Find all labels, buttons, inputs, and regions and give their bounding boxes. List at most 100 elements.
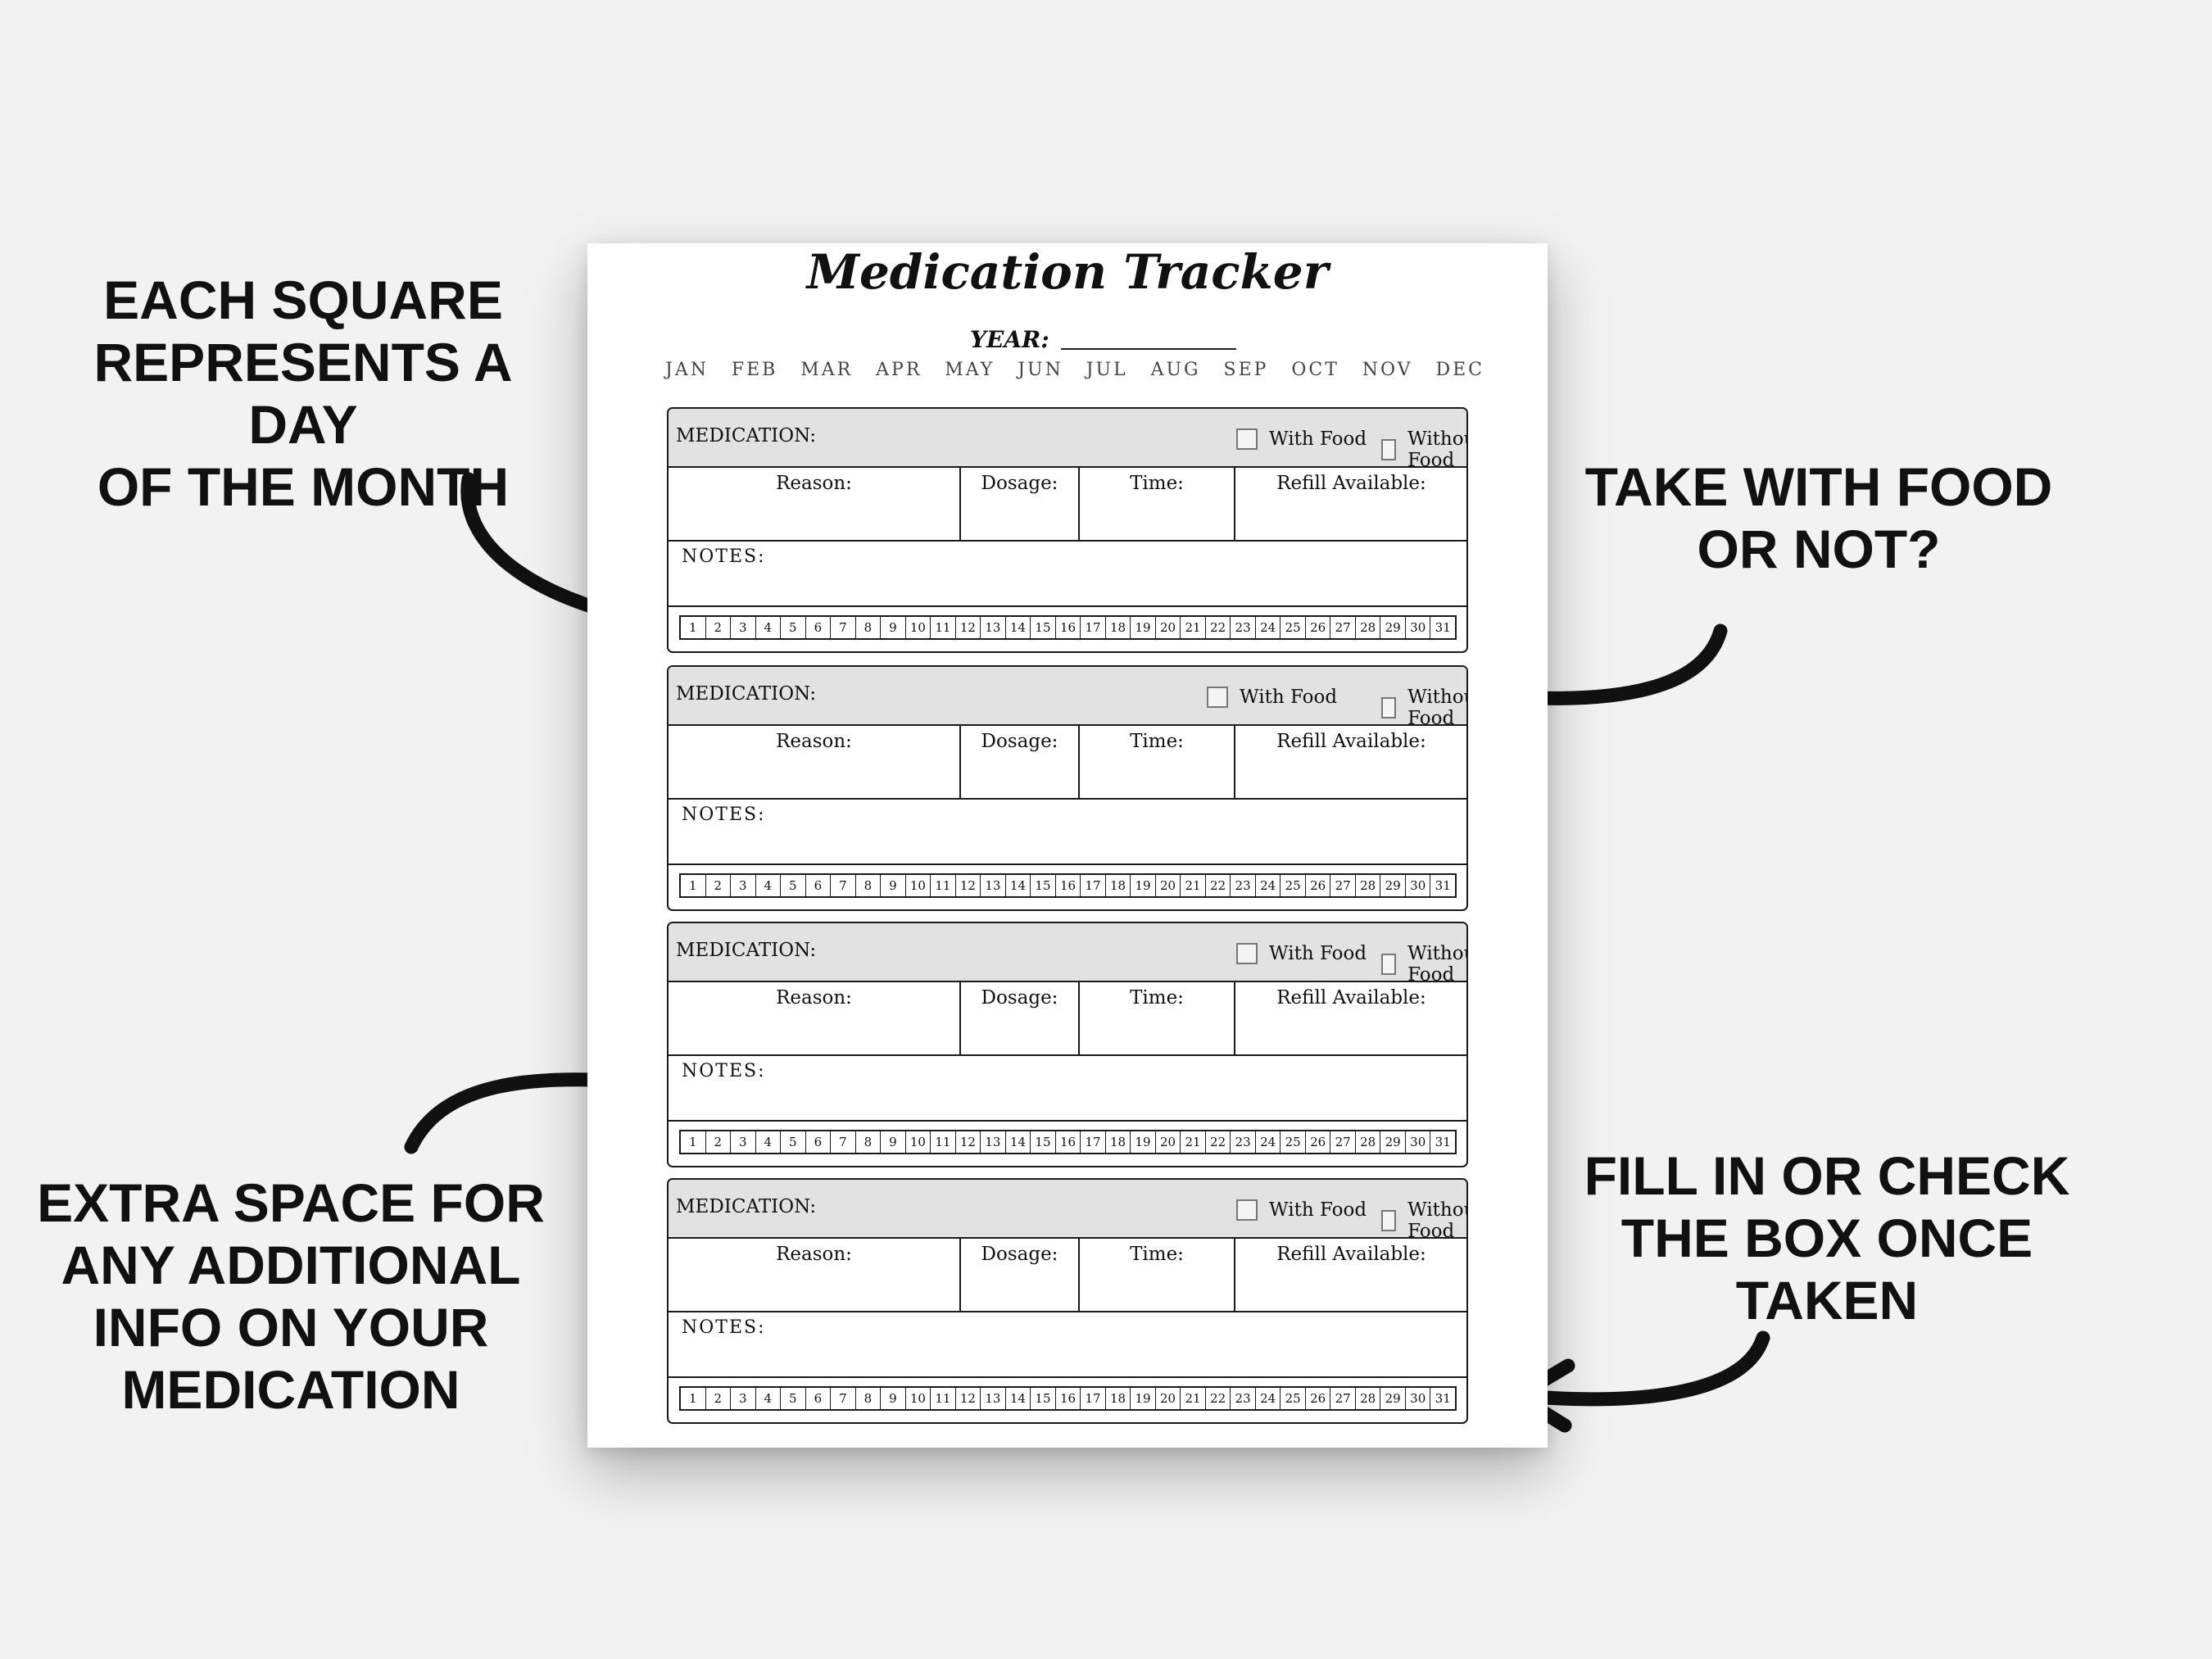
month-aug[interactable]: AUG bbox=[1150, 360, 1201, 380]
day-square[interactable]: 1 bbox=[681, 1388, 706, 1409]
year-input-line[interactable] bbox=[1060, 348, 1236, 350]
day-square[interactable]: 26 bbox=[1306, 1388, 1331, 1409]
day-square[interactable]: 19 bbox=[1131, 875, 1156, 896]
refill-field[interactable]: Refill Available: bbox=[1276, 987, 1426, 1009]
with-food-checkbox[interactable] bbox=[1236, 428, 1258, 450]
day-square[interactable]: 5 bbox=[781, 1131, 806, 1153]
day-square[interactable]: 29 bbox=[1380, 1388, 1406, 1409]
dosage-field[interactable]: Dosage: bbox=[961, 468, 1080, 540]
day-square[interactable]: 5 bbox=[781, 1388, 806, 1409]
day-square[interactable]: 16 bbox=[1056, 875, 1081, 896]
day-square[interactable]: 23 bbox=[1231, 875, 1256, 896]
day-square[interactable]: 14 bbox=[1006, 1388, 1031, 1409]
day-square[interactable]: 14 bbox=[1006, 875, 1031, 896]
day-square[interactable]: 11 bbox=[931, 875, 956, 896]
day-square[interactable]: 13 bbox=[981, 1131, 1006, 1153]
day-square[interactable]: 30 bbox=[1406, 1388, 1431, 1409]
day-square[interactable]: 12 bbox=[956, 1388, 981, 1409]
day-square[interactable]: 19 bbox=[1131, 1388, 1156, 1409]
day-square[interactable]: 9 bbox=[881, 617, 906, 638]
day-square[interactable]: 11 bbox=[931, 1131, 956, 1153]
day-square[interactable]: 9 bbox=[881, 1131, 906, 1153]
day-square[interactable]: 4 bbox=[756, 1131, 782, 1153]
without-food-checkbox[interactable] bbox=[1381, 439, 1397, 460]
day-square[interactable]: 4 bbox=[756, 1388, 782, 1409]
day-square[interactable]: 22 bbox=[1206, 617, 1231, 638]
without-food-option[interactable]: Without Food bbox=[1381, 1199, 1466, 1242]
without-food-checkbox[interactable] bbox=[1381, 697, 1397, 718]
day-square[interactable]: 2 bbox=[706, 875, 732, 896]
day-square[interactable]: 11 bbox=[931, 617, 956, 638]
month-jul[interactable]: JUL bbox=[1086, 360, 1128, 380]
day-square[interactable]: 28 bbox=[1356, 1131, 1381, 1153]
day-square[interactable]: 24 bbox=[1256, 1388, 1281, 1409]
day-square[interactable]: 15 bbox=[1031, 875, 1056, 896]
with-food-option[interactable]: With Food bbox=[1236, 1199, 1367, 1221]
day-square[interactable]: 4 bbox=[756, 875, 782, 896]
day-square[interactable]: 26 bbox=[1306, 875, 1331, 896]
day-square[interactable]: 21 bbox=[1181, 1131, 1206, 1153]
day-square[interactable]: 14 bbox=[1006, 617, 1031, 638]
day-square[interactable]: 19 bbox=[1131, 1131, 1156, 1153]
day-square[interactable]: 28 bbox=[1356, 875, 1381, 896]
reason-field[interactable]: Reason: bbox=[669, 468, 961, 540]
day-square[interactable]: 17 bbox=[1081, 875, 1106, 896]
day-square[interactable]: 29 bbox=[1380, 617, 1406, 638]
day-square[interactable]: 7 bbox=[831, 1388, 856, 1409]
day-square[interactable]: 28 bbox=[1356, 617, 1381, 638]
day-square[interactable]: 5 bbox=[781, 617, 806, 638]
month-mar[interactable]: MAR bbox=[800, 360, 854, 380]
month-nov[interactable]: NOV bbox=[1362, 360, 1413, 380]
day-square[interactable]: 31 bbox=[1435, 1135, 1451, 1149]
day-square[interactable]: 15 bbox=[1031, 617, 1056, 638]
day-square[interactable]: 15 bbox=[1031, 1131, 1056, 1153]
dosage-field[interactable]: Dosage: bbox=[961, 726, 1080, 798]
day-square[interactable]: 23 bbox=[1231, 617, 1256, 638]
day-square[interactable]: 23 bbox=[1231, 1131, 1256, 1153]
day-square[interactable]: 22 bbox=[1206, 1131, 1231, 1153]
day-square[interactable]: 13 bbox=[981, 617, 1006, 638]
time-field[interactable]: Time: bbox=[1080, 1239, 1235, 1311]
day-square[interactable]: 18 bbox=[1106, 875, 1131, 896]
day-square[interactable]: 6 bbox=[806, 1388, 832, 1409]
notes-area[interactable]: NOTES: bbox=[669, 1312, 1466, 1378]
day-square[interactable]: 25 bbox=[1281, 1131, 1306, 1153]
day-square[interactable]: 20 bbox=[1156, 1131, 1181, 1153]
with-food-checkbox[interactable] bbox=[1236, 1199, 1258, 1221]
without-food-option[interactable]: Without Food bbox=[1381, 428, 1466, 471]
day-square[interactable]: 31 bbox=[1435, 620, 1451, 635]
day-square[interactable]: 1 bbox=[681, 1131, 706, 1153]
day-square[interactable]: 2 bbox=[706, 617, 732, 638]
day-square[interactable]: 8 bbox=[856, 617, 882, 638]
day-square[interactable]: 21 bbox=[1181, 875, 1206, 896]
day-square[interactable]: 26 bbox=[1306, 617, 1331, 638]
month-apr[interactable]: APR bbox=[876, 360, 922, 380]
day-square[interactable]: 6 bbox=[806, 1131, 832, 1153]
day-square[interactable]: 7 bbox=[831, 617, 856, 638]
day-square[interactable]: 27 bbox=[1330, 1388, 1356, 1409]
day-square[interactable]: 10 bbox=[906, 875, 931, 896]
notes-area[interactable]: NOTES: bbox=[669, 542, 1466, 607]
day-square[interactable]: 6 bbox=[806, 875, 832, 896]
day-square[interactable]: 1 bbox=[681, 875, 706, 896]
day-square[interactable]: 22 bbox=[1206, 1388, 1231, 1409]
refill-field[interactable]: Refill Available: bbox=[1276, 473, 1426, 494]
reason-field[interactable]: Reason: bbox=[669, 982, 961, 1054]
day-square[interactable]: 12 bbox=[956, 1131, 981, 1153]
day-square[interactable]: 15 bbox=[1031, 1388, 1056, 1409]
month-jun[interactable]: JUN bbox=[1018, 360, 1063, 380]
day-square[interactable]: 20 bbox=[1156, 875, 1181, 896]
day-square[interactable]: 8 bbox=[856, 875, 882, 896]
with-food-option[interactable]: With Food bbox=[1236, 943, 1367, 964]
day-square[interactable]: 27 bbox=[1330, 617, 1356, 638]
day-square[interactable]: 18 bbox=[1106, 1131, 1131, 1153]
day-square[interactable]: 16 bbox=[1056, 617, 1081, 638]
day-square[interactable]: 26 bbox=[1306, 1131, 1331, 1153]
day-square[interactable]: 30 bbox=[1406, 1131, 1431, 1153]
day-square[interactable]: 14 bbox=[1006, 1131, 1031, 1153]
time-field[interactable]: Time: bbox=[1080, 982, 1235, 1054]
day-square[interactable]: 19 bbox=[1131, 617, 1156, 638]
day-square[interactable]: 25 bbox=[1281, 875, 1306, 896]
with-food-option[interactable]: With Food bbox=[1207, 687, 1337, 708]
day-square[interactable]: 25 bbox=[1281, 617, 1306, 638]
